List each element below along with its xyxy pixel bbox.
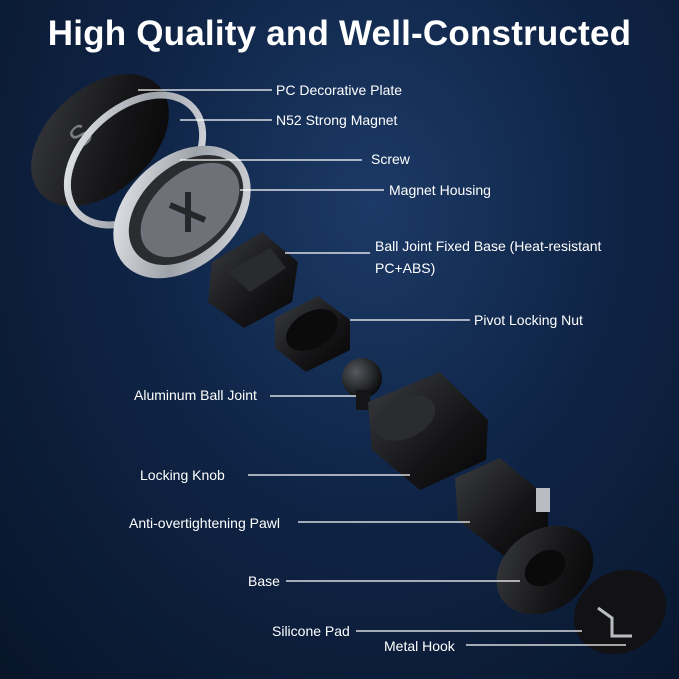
label-aluminum-ball-joint: Aluminum Ball Joint: [134, 387, 257, 403]
label-screw: Screw: [371, 151, 410, 167]
silicone-pad-shape: [573, 569, 667, 655]
pivot-locking-nut-shape: [275, 296, 350, 372]
label-anti-overtightening-pawl: Anti-overtightening Pawl: [129, 515, 280, 531]
label-base: Base: [248, 573, 280, 589]
anti-overtightening-pawl-shape: [455, 458, 550, 556]
label-locking-knob: Locking Knob: [140, 467, 225, 483]
magnet-housing-shape: [113, 145, 251, 279]
label-magnet-housing: Magnet Housing: [389, 182, 491, 198]
label-ball-joint-fixed-base: Ball Joint Fixed Base (Heat-resistant PC…: [375, 238, 602, 276]
locking-knob-shape: [368, 372, 488, 490]
label-pivot-locking-nut: Pivot Locking Nut: [474, 312, 583, 328]
aluminum-ball-joint-shape: [342, 358, 382, 410]
base-shape: [496, 525, 594, 615]
label-n52-strong-magnet: N52 Strong Magnet: [276, 112, 398, 128]
label-silicone-pad: Silicone Pad: [272, 623, 350, 639]
callout-lines: [138, 89, 626, 646]
metal-hook-shape: [597, 606, 632, 638]
label-metal-hook: Metal Hook: [384, 638, 455, 654]
ball-joint-fixed-base-shape: [208, 232, 298, 328]
page-title: High Quality and Well-Constructed: [47, 14, 632, 53]
label-pc-decorative-plate: PC Decorative Plate: [276, 82, 403, 98]
